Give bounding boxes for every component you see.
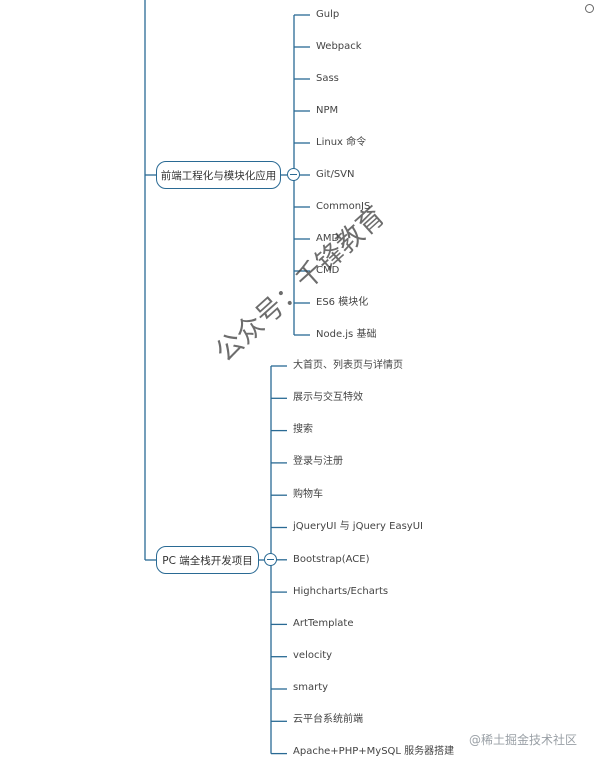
leaf-velocity: velocity [293,650,333,661]
leaf-cart: 购物车 [293,489,323,500]
leaf-cloud-platform: 云平台系统前端 [293,714,363,725]
node-frontend-engineering[interactable]: 前端工程化与模块化应用 [156,161,281,189]
node-pc-fullstack[interactable]: PC 端全栈开发项目 [156,546,259,574]
leaf-arttemplate: ArtTemplate [293,618,354,629]
leaf-commonjs: CommonJS [316,201,371,212]
leaf-sass: Sass [316,73,339,84]
leaf-webpack: Webpack [316,41,362,52]
leaf-login-register: 登录与注册 [293,456,343,467]
leaf-linux: Linux 命令 [316,137,367,148]
leaf-search: 搜索 [293,424,313,435]
leaf-smarty: smarty [293,682,329,693]
leaf-bootstrap: Bootstrap(ACE) [293,554,370,565]
site-credit: @稀土掘金技术社区 [468,733,577,747]
leaf-homepage-list-detail: 大首页、列表页与详情页 [293,360,403,371]
leaf-gulp: Gulp [316,9,340,20]
leaf-jqueryui: jQueryUI 与 jQuery EasyUI [293,521,423,532]
leaf-git-svn: Git/SVN [316,169,355,180]
leaf-highcharts: Highcharts/Echarts [293,586,389,597]
leaf-cmd: CMD [316,265,340,276]
leaf-npm: NPM [316,105,339,116]
circle-icon [585,4,594,13]
minus-circle-icon[interactable] [264,553,277,566]
leaf-effects: 展示与交互特效 [293,392,363,403]
minus-circle-icon[interactable] [287,168,300,181]
leaf-es6-modules: ES6 模块化 [316,297,369,308]
leaf-apache-php-mysql: Apache+PHP+MySQL 服务器搭建 [293,746,455,757]
leaf-nodejs: Node.js 基础 [316,329,377,340]
leaf-amd: AMD [316,233,340,244]
